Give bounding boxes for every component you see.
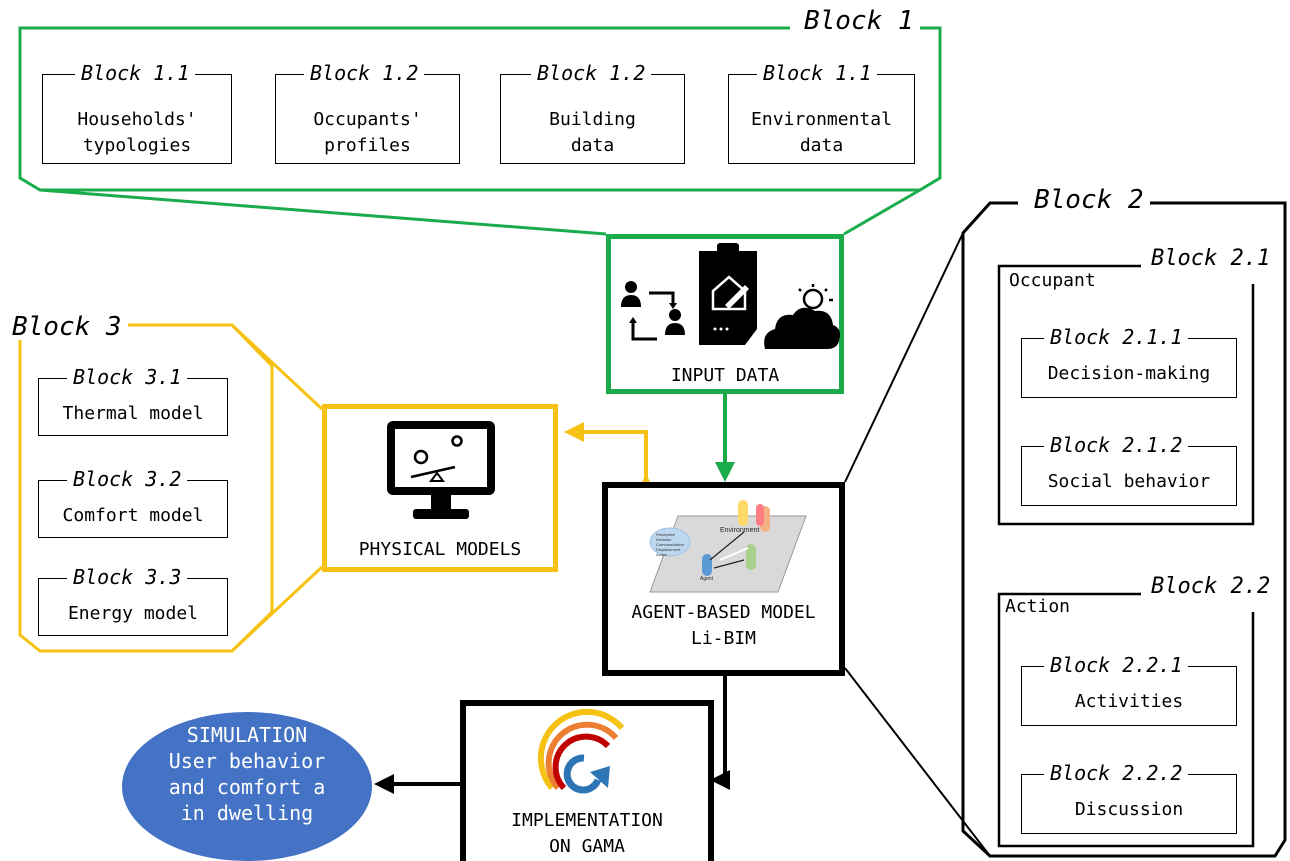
block1-outline — [18, 26, 942, 192]
monitor-physics-icon — [387, 421, 495, 519]
block2-2-1-box: Block 2.2.1 Activities — [1021, 655, 1237, 726]
households-typologies-text: Households' typologies — [77, 109, 197, 156]
physical-models-label: PHYSICAL MODELS — [358, 539, 522, 560]
block-label: Block 2.1 — [1147, 248, 1275, 270]
action-title: Action — [1005, 596, 1071, 617]
building-data-text: Building data — [549, 109, 636, 156]
simulation-text: SIMULATION User behavior and comfort a i… — [168, 723, 326, 825]
activities-text: Activities — [1074, 691, 1184, 712]
figure-environment-text: Environment — [720, 527, 759, 534]
block2-2-group: Block 2.2 Action Block 2.2.1 Activities … — [997, 576, 1275, 848]
block1-2-box: Block 1.2 Occupants' profiles — [275, 63, 460, 164]
figure-agent-text: Agent — [700, 576, 714, 582]
block2-1-group: Block 2.1 Occupant Block 2.1.1 Decision-… — [997, 248, 1275, 526]
energy-model-text: Energy model — [67, 603, 199, 624]
agent-based-model-box: Perception Decision Communication Displa… — [602, 482, 845, 676]
agent-based-model-label: AGENT-BASED MODEL Li-BIM — [631, 602, 816, 649]
figure-action-text: Action — [656, 552, 667, 557]
block-label: Block 1.1 — [757, 63, 878, 83]
decision-making-text: Decision-making — [1047, 363, 1211, 384]
block-label: Block 2.2 — [1147, 576, 1275, 598]
block1-1-box: Block 1.1 Households' typologies — [42, 63, 232, 164]
block3-label: Block 3 — [6, 314, 128, 340]
simulation-ellipse: SIMULATION User behavior and comfort a i… — [122, 712, 372, 861]
figure-perception-text: Perception — [656, 532, 675, 537]
block-label: Block 2.1.2 — [1044, 435, 1189, 455]
social-behavior-text: Social behavior — [1047, 471, 1211, 492]
physical-agent-arrow — [564, 422, 656, 494]
block2-2-2-box: Block 2.2.2 Discussion — [1021, 763, 1237, 834]
input-data-label: INPUT DATA — [670, 365, 780, 386]
environmental-data-text: Environmental data — [751, 109, 892, 156]
block-label: Block 1.1 — [75, 63, 196, 83]
agent-to-gama-arrow — [710, 676, 730, 790]
block-label: Block 3.1 — [67, 367, 188, 387]
agent-environment-icon: Perception Decision Communication Displa… — [649, 500, 807, 593]
thermal-model-text: Thermal model — [62, 403, 204, 424]
people-exchange-icon — [621, 281, 685, 341]
block1-3-box: Block 1.2 Building data — [500, 63, 685, 164]
block2-label: Block 2 — [1028, 187, 1150, 213]
physical-models-box: PHYSICAL MODELS — [322, 404, 558, 572]
block1-label: Block 1 — [798, 8, 920, 34]
block-label: Block 2.2.2 — [1044, 763, 1189, 783]
figure-decision-text: Decision — [656, 537, 671, 542]
block3-2-box: Block 3.2 Comfort model — [38, 469, 228, 538]
block-label: Block 2.2.1 — [1044, 655, 1189, 675]
gama-implementation-label: IMPLEMENTATION ON GAMA — [511, 810, 663, 857]
block3-3-box: Block 3.3 Energy model — [38, 567, 228, 636]
block-label: Block 1.2 — [531, 63, 652, 83]
clipboard-house-icon — [699, 243, 757, 345]
occupants-profiles-text: Occupants' profiles — [313, 109, 422, 156]
block2-1-2-box: Block 2.1.2 Social behavior — [1021, 435, 1237, 506]
cloud-sun-icon — [764, 284, 841, 349]
group-outline — [997, 264, 1255, 526]
block-label: Block 3.2 — [67, 469, 188, 489]
input-data-box: INPUT DATA — [606, 234, 844, 394]
block1-4-box: Block 1.1 Environmental data — [728, 63, 915, 164]
gama-implementation-box: IMPLEMENTATION ON GAMA — [460, 700, 714, 861]
block-label: Block 2.1.1 — [1044, 327, 1189, 347]
occupant-title: Occupant — [1009, 270, 1096, 291]
discussion-text: Discussion — [1074, 799, 1184, 820]
figure-communication-text: Communication — [656, 542, 684, 547]
block3-1-box: Block 3.1 Thermal model — [38, 367, 228, 436]
comfort-model-text: Comfort model — [62, 505, 204, 526]
block-label: Block 3.3 — [67, 567, 188, 587]
group-outline — [997, 592, 1255, 848]
block-label: Block 1.2 — [304, 63, 425, 83]
gama-logo-icon — [537, 708, 625, 794]
figure-displacement-text: Displacement — [656, 547, 681, 552]
block2-1-1-box: Block 2.1.1 Decision-making — [1021, 327, 1237, 398]
